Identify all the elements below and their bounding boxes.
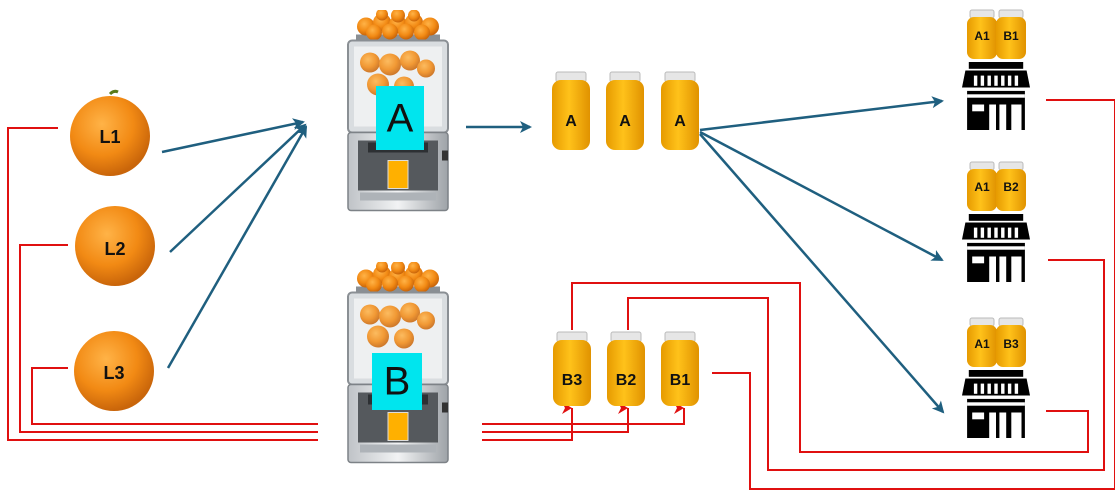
- bottle-a-3-label: A: [674, 113, 686, 130]
- shop-2: A1 B2: [962, 161, 1030, 282]
- juicer-b: B: [346, 262, 450, 464]
- shop-2-bottle-1: A1: [974, 180, 990, 194]
- arrow-l2-a: [169, 123, 307, 253]
- trace-lines: [7, 99, 1115, 490]
- orange-l1: L1: [70, 89, 150, 176]
- bottle-b3-label: B3: [562, 372, 583, 389]
- arrow-bottle-shop3: [699, 133, 945, 414]
- arrow-l1-a: [161, 118, 305, 154]
- orange-l2: L2: [75, 206, 155, 286]
- bottle-b1-label: B1: [670, 372, 691, 389]
- bottle-a-1: A: [552, 71, 590, 150]
- shop-1-bottle-2: B1: [1003, 29, 1019, 43]
- bottle-b3: B3: [553, 331, 591, 406]
- trace-line-b2-shop2: [627, 259, 1105, 471]
- trace-line-b3: [482, 402, 573, 441]
- orange-l3: L3: [74, 331, 154, 411]
- shop-2-bottle-2: B2: [1003, 180, 1019, 194]
- bottle-b2-label: B2: [616, 372, 637, 389]
- flow-arrows: [161, 96, 945, 414]
- trace-line-b2: [482, 402, 629, 433]
- bottle-b2: B2: [607, 331, 645, 406]
- shop-3-bottle-1: A1: [974, 337, 990, 351]
- orange-label-l1: L1: [99, 127, 120, 147]
- shop-1: A1 B1: [962, 9, 1030, 130]
- shop-icon: [962, 62, 1030, 130]
- arrow-l3-a: [166, 125, 308, 369]
- juicer-label-a: A: [387, 97, 414, 141]
- orange-label-l3: L3: [103, 363, 124, 383]
- bottles-a: A A A: [552, 71, 699, 150]
- trace-line-l3: [31, 367, 318, 425]
- arrow-bottle-shop2: [699, 130, 944, 262]
- juicer-label-bg-b: [372, 353, 422, 410]
- trace-line-b1-shop1: [712, 99, 1115, 490]
- shop-3-bottle-2: B3: [1003, 337, 1019, 351]
- juicer-label-b: B: [384, 360, 411, 404]
- bottle-a-1-label: A: [565, 113, 577, 130]
- bottle-a-3: A: [661, 71, 699, 150]
- orange-label-l2: L2: [104, 239, 125, 259]
- juicer-label-bg-a: [376, 86, 424, 150]
- trace-line-l2: [19, 244, 318, 433]
- bottle-a-2: A: [606, 71, 644, 150]
- trace-line-b1: [482, 402, 685, 425]
- trace-line-l1: [7, 127, 318, 441]
- trace-line-b3-shop3: [571, 282, 1089, 453]
- bottle-a-2-label: A: [619, 113, 631, 130]
- shop-icon: [962, 370, 1030, 438]
- arrow-bottle-shop1: [699, 96, 944, 132]
- juicer-a: A: [346, 10, 450, 212]
- shop-icon: [962, 214, 1030, 282]
- shop-1-bottle-1: A1: [974, 29, 990, 43]
- bottles-b: B3 B2 B1: [553, 331, 699, 406]
- bottle-b1: B1: [661, 331, 699, 406]
- shop-3: A1 B3: [962, 317, 1030, 438]
